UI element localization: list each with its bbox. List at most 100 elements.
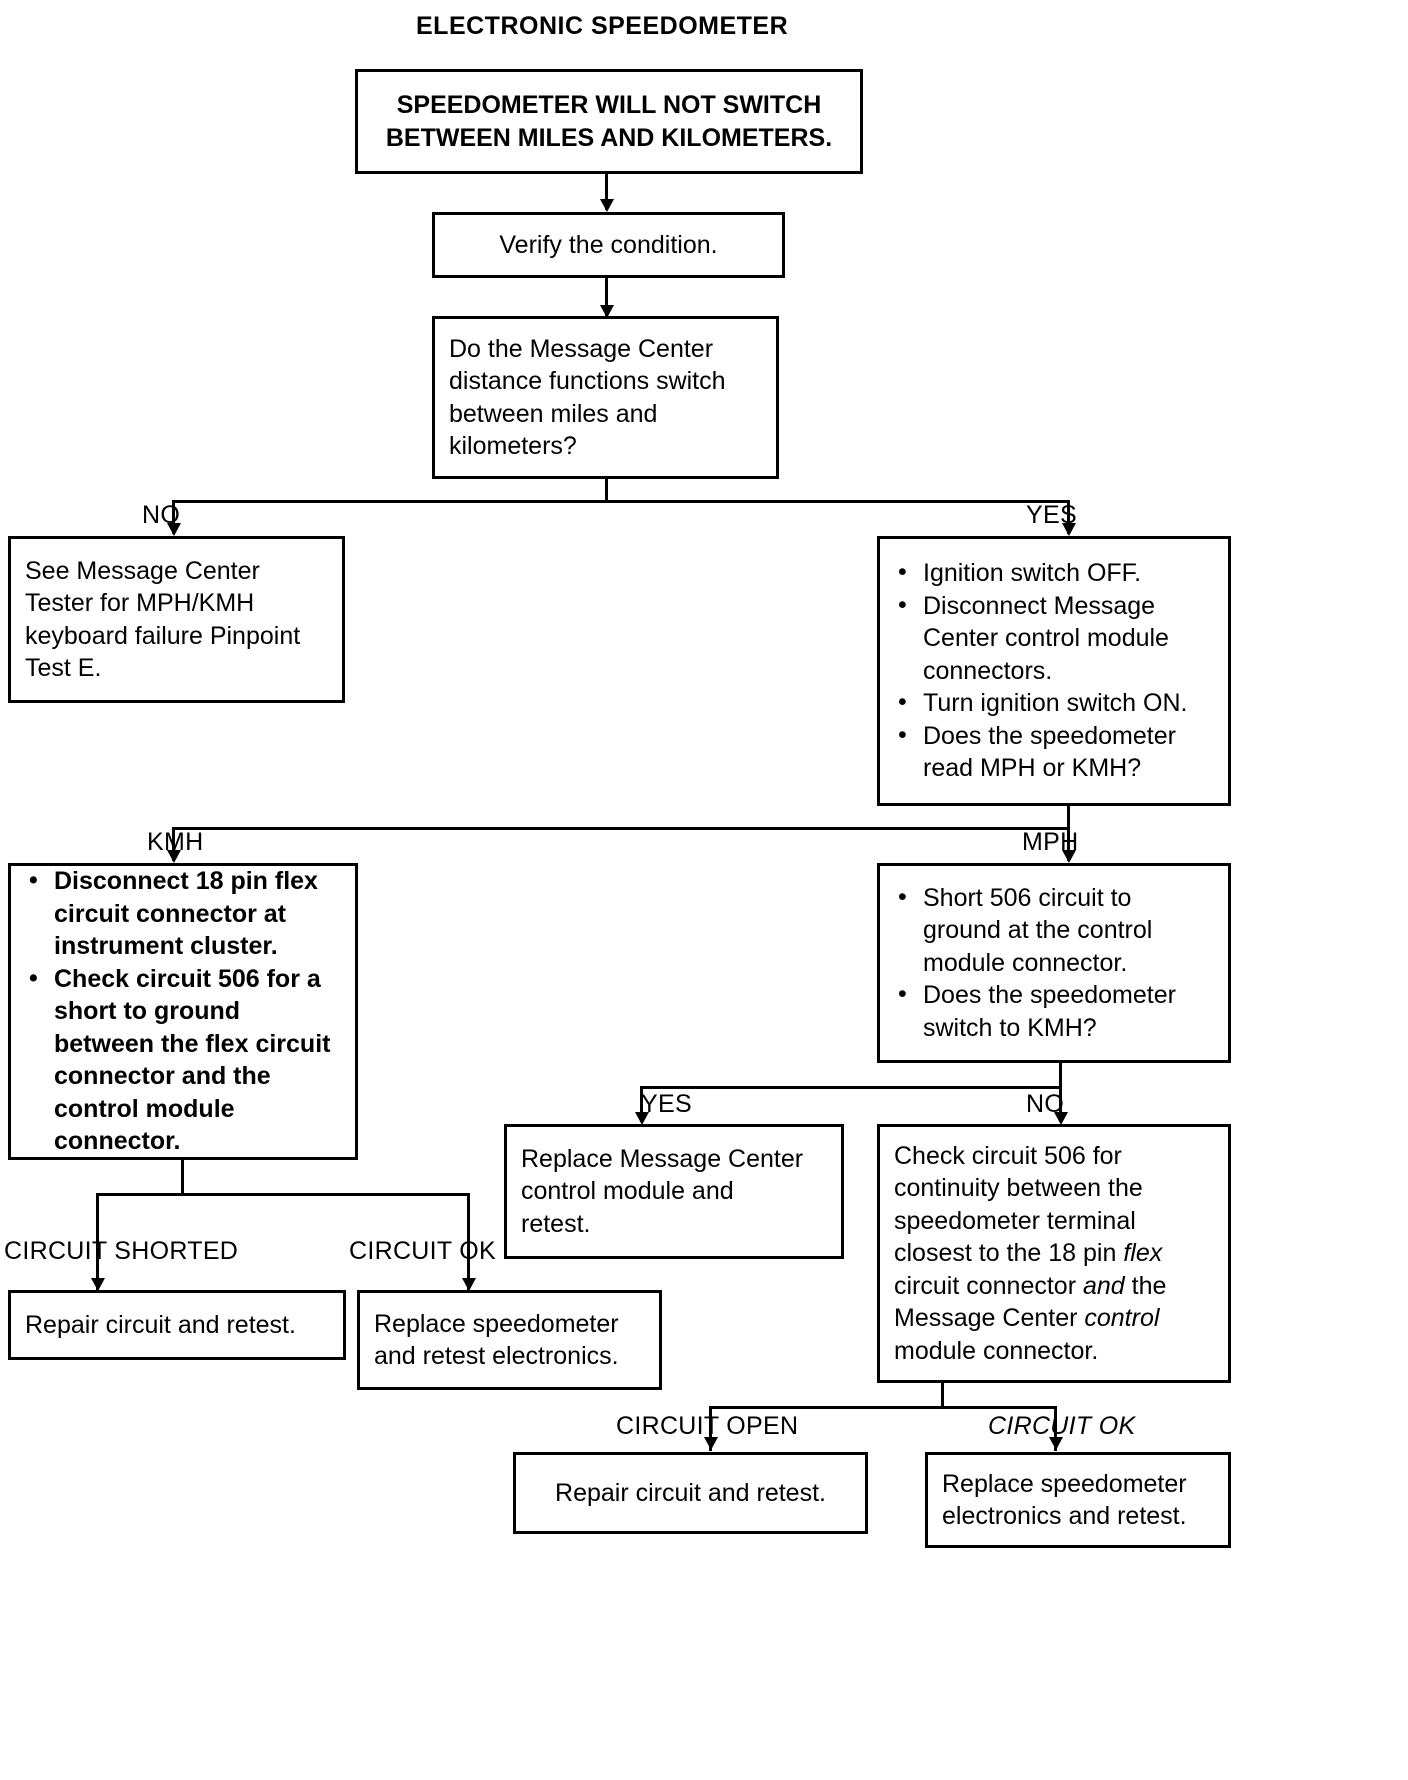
label-kmh: KMH bbox=[147, 828, 204, 856]
connector-continuity-down bbox=[941, 1383, 944, 1409]
question1-line-2: distance functions switch bbox=[449, 367, 726, 395]
continuity-line-5-a: circuit connector bbox=[894, 1271, 1083, 1300]
continuity-line-1: Check circuit 506 for bbox=[894, 1141, 1122, 1170]
connector-verify-question bbox=[605, 278, 608, 316]
symptom-line-2: BETWEEN MILES AND KILOMETERS. bbox=[385, 123, 833, 152]
question1-line-1: Do the Message Center bbox=[449, 334, 714, 363]
see-tester-line-1: See Message Center bbox=[25, 556, 260, 585]
connector-kmh-branch bbox=[172, 827, 175, 861]
arrow-circuit-open bbox=[704, 1437, 718, 1450]
continuity-line-6-b: control bbox=[1084, 1304, 1160, 1333]
connector-mph-branch bbox=[1067, 827, 1070, 861]
arrow-circuit-ok-left bbox=[462, 1278, 476, 1291]
node-ignition-steps: Ignition switch OFF. Disconnect Message … bbox=[877, 536, 1231, 806]
bus-open-ok-split bbox=[709, 1406, 1057, 1409]
arrow-verify-question bbox=[600, 305, 614, 318]
list-item: Does the speedometer read MPH or KMH? bbox=[894, 719, 1214, 785]
replace-module-line-3: retest. bbox=[521, 1209, 591, 1238]
arrow-symptom-verify bbox=[600, 199, 614, 212]
replace-module-line-1: Replace Message Center bbox=[521, 1144, 804, 1173]
arrow-circuit-ok-bottom bbox=[1049, 1437, 1063, 1450]
continuity-line-5: circuit connector and the bbox=[894, 1270, 1214, 1303]
arrow-yes-2 bbox=[635, 1112, 649, 1125]
replace-speedo-left-line-2: and retest electronics. bbox=[374, 1342, 619, 1370]
symptom-line-1: SPEEDOMETER WILL NOT SWITCH bbox=[396, 91, 822, 119]
continuity-line-7: module connector. bbox=[894, 1336, 1099, 1365]
replace-speedo-left-line-1: Replace speedometer bbox=[374, 1309, 619, 1338]
connector-circuit-ok-bottom bbox=[1054, 1406, 1057, 1451]
node-see-message-center-tester: See Message Center Tester for MPH/KMH ke… bbox=[8, 536, 345, 703]
node-check-continuity: Check circuit 506 for continuity between… bbox=[877, 1124, 1231, 1383]
label-circuit-open: CIRCUIT OPEN bbox=[616, 1412, 799, 1440]
arrow-no-2 bbox=[1054, 1112, 1068, 1125]
connector-circuit-ok-left bbox=[467, 1193, 470, 1296]
label-no-2: NO bbox=[1026, 1090, 1065, 1118]
repair-retest-bottom-text: Repair circuit and retest. bbox=[555, 1478, 826, 1507]
label-circuit-ok-left: CIRCUIT OK bbox=[349, 1237, 496, 1265]
kmh-branch-list: Disconnect 18 pin flex circuit connector… bbox=[25, 864, 341, 1158]
label-yes-2: YES bbox=[641, 1090, 692, 1118]
node-kmh-branch: Disconnect 18 pin flex circuit connector… bbox=[8, 863, 358, 1160]
bus-shorted-ok-split bbox=[96, 1193, 470, 1196]
node-replace-control-module: Replace Message Center control module an… bbox=[504, 1124, 844, 1259]
mph-branch-list: Short 506 circuit to ground at the contr… bbox=[894, 881, 1214, 1045]
label-mph: MPH bbox=[1022, 828, 1079, 856]
connector-no-branch bbox=[172, 500, 175, 534]
list-item: Disconnect Message Center control module… bbox=[894, 589, 1214, 688]
connector-yes-2 bbox=[640, 1086, 643, 1122]
connector-circuit-open bbox=[709, 1406, 712, 1451]
see-tester-line-3: keyboard failure Pinpoint bbox=[25, 621, 301, 650]
bus-yes-no-split bbox=[640, 1086, 1062, 1089]
verify-text: Verify the condition. bbox=[499, 230, 718, 259]
node-replace-speedometer-bottom: Replace speedometer electronics and rete… bbox=[925, 1452, 1231, 1548]
node-repair-retest-bottom: Repair circuit and retest. bbox=[513, 1452, 868, 1534]
connector-circuit-shorted bbox=[96, 1193, 99, 1296]
list-item: Does the speedometer switch to KMH? bbox=[894, 978, 1214, 1044]
continuity-line-6: Message Center control bbox=[894, 1302, 1214, 1335]
connector-ignition-down bbox=[1067, 806, 1070, 830]
list-item: Short 506 circuit to ground at the contr… bbox=[894, 881, 1214, 980]
connector-mph-down bbox=[1059, 1063, 1062, 1089]
node-mph-branch: Short 506 circuit to ground at the contr… bbox=[877, 863, 1231, 1063]
list-item: Ignition switch OFF. bbox=[894, 556, 1214, 590]
ignition-steps-list: Ignition switch OFF. Disconnect Message … bbox=[894, 556, 1214, 785]
label-yes-1: YES bbox=[1026, 501, 1077, 529]
arrow-no-branch bbox=[167, 523, 181, 536]
connector-question-down bbox=[605, 479, 608, 503]
node-question-message-center: Do the Message Center distance functions… bbox=[432, 316, 779, 479]
see-tester-line-2: Tester for MPH/KMH bbox=[25, 589, 255, 617]
node-verify: Verify the condition. bbox=[432, 212, 785, 278]
continuity-line-4-b: flex bbox=[1123, 1239, 1163, 1268]
label-no-1: NO bbox=[142, 501, 181, 529]
connector-symptom-verify bbox=[605, 174, 608, 210]
replace-module-line-2: control module and bbox=[521, 1177, 734, 1206]
question1-line-4: kilometers? bbox=[449, 432, 577, 460]
question1-line-3: between miles and bbox=[449, 399, 658, 428]
continuity-line-5-b: and bbox=[1082, 1271, 1125, 1300]
label-circuit-shorted: CIRCUIT SHORTED bbox=[4, 1237, 239, 1265]
replace-speedo-bottom-line-1: Replace speedometer bbox=[942, 1469, 1187, 1498]
bus-question-split bbox=[172, 500, 1070, 503]
arrow-kmh-branch bbox=[167, 850, 181, 863]
arrow-yes-branch bbox=[1062, 523, 1076, 536]
page-title: ELECTRONIC SPEEDOMETER bbox=[416, 12, 789, 40]
bus-kmh-mph-split bbox=[172, 827, 1070, 830]
node-symptom: SPEEDOMETER WILL NOT SWITCH BETWEEN MILE… bbox=[355, 69, 863, 174]
continuity-line-5-c: the bbox=[1124, 1271, 1167, 1300]
connector-kmh-down bbox=[181, 1160, 184, 1196]
label-circuit-ok-bottom: CIRCUIT OK bbox=[988, 1412, 1136, 1440]
connector-yes-branch bbox=[1067, 500, 1070, 534]
arrow-circuit-shorted bbox=[91, 1278, 105, 1291]
node-repair-retest-left: Repair circuit and retest. bbox=[8, 1290, 346, 1360]
continuity-line-6-a: Message Center bbox=[894, 1304, 1085, 1333]
list-item: Turn ignition switch ON. bbox=[894, 686, 1214, 720]
repair-retest-left-text: Repair circuit and retest. bbox=[25, 1310, 296, 1339]
see-tester-line-4: Test E. bbox=[25, 654, 102, 682]
replace-speedo-bottom-line-2: electronics and retest. bbox=[942, 1502, 1187, 1530]
arrow-mph-branch bbox=[1062, 850, 1076, 863]
continuity-line-4: closest to the 18 pin flex bbox=[894, 1237, 1214, 1270]
list-item: Check circuit 506 for a short to ground … bbox=[25, 962, 341, 1158]
continuity-line-4-a: closest to the 18 pin bbox=[894, 1239, 1124, 1268]
list-item: Disconnect 18 pin flex circuit connector… bbox=[25, 864, 341, 963]
